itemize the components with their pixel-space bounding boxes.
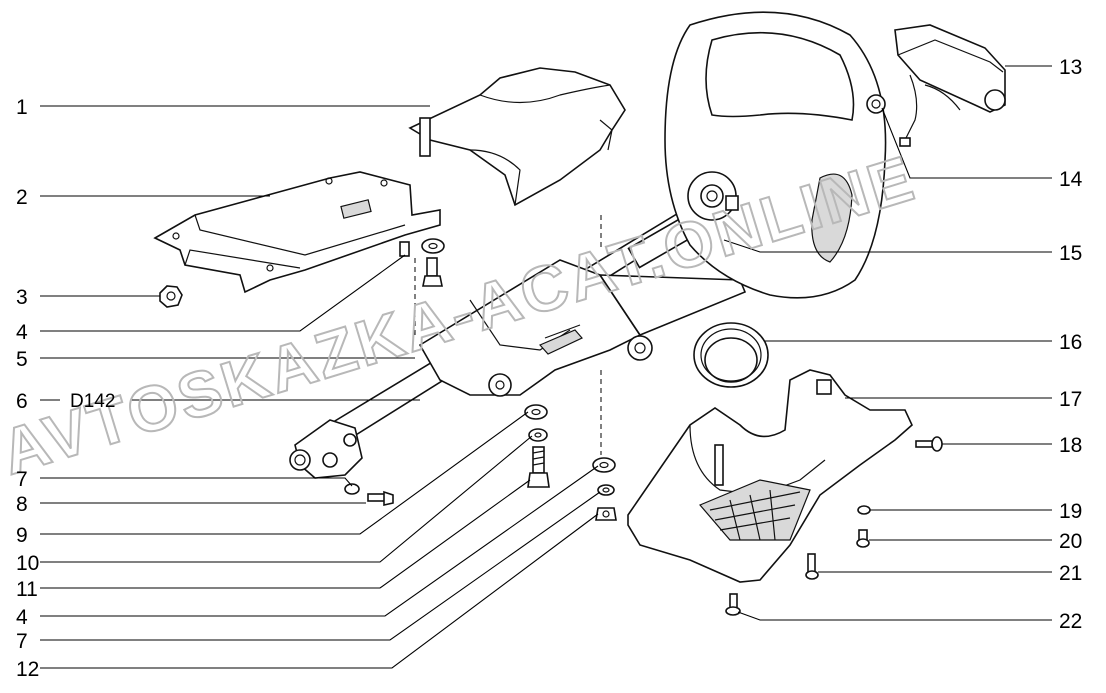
dashed-guides [414, 215, 602, 455]
callout-left-7b: 7 [16, 630, 28, 653]
part-ring [693, 322, 769, 388]
callout-left-7: 7 [16, 468, 28, 491]
callout-left-10: 10 [16, 552, 39, 575]
part-screws-right [725, 436, 943, 616]
part-airbag-module [894, 24, 1006, 147]
callout-right-15: 15 [1059, 242, 1082, 265]
callout-left-4: 4 [16, 321, 28, 344]
callout-left-11: 11 [16, 578, 38, 601]
callout-right-17: 17 [1059, 388, 1082, 411]
part-steering-column [318, 194, 747, 450]
callout-right-22: 22 [1059, 610, 1082, 633]
part-small-fasteners [399, 238, 445, 287]
part-middle-fasteners [524, 404, 617, 521]
callout-left-1: 1 [16, 96, 28, 119]
callout-right-16: 16 [1059, 331, 1082, 354]
part-lower-shroud [627, 369, 913, 583]
part-nut-3 [159, 285, 183, 308]
callout-right-18: 18 [1059, 434, 1082, 457]
part-upper-shroud [408, 67, 626, 207]
callout-right-13: 13 [1059, 56, 1082, 79]
callout-left-12: 12 [16, 658, 39, 681]
part-bolt-8 [344, 483, 394, 506]
callout-left-2: 2 [16, 186, 28, 209]
callout-left-5: 5 [16, 348, 28, 371]
callout-left-6: 6 [16, 390, 28, 413]
callout-right-19: 19 [1059, 500, 1082, 523]
callout-right-20: 20 [1059, 530, 1082, 553]
callout-left-3: 3 [16, 286, 28, 309]
diagram-code: D142 [70, 391, 115, 412]
callout-left-4b: 4 [16, 606, 28, 629]
callout-right-21: 21 [1059, 562, 1082, 585]
callout-left-9: 9 [16, 524, 28, 547]
leader-lines [40, 65, 1052, 669]
callout-left-8: 8 [16, 493, 28, 516]
callout-right-14: 14 [1059, 168, 1083, 191]
part-bracket [153, 171, 441, 294]
part-steering-wheel [664, 11, 887, 299]
part-universal-joint [289, 419, 363, 479]
